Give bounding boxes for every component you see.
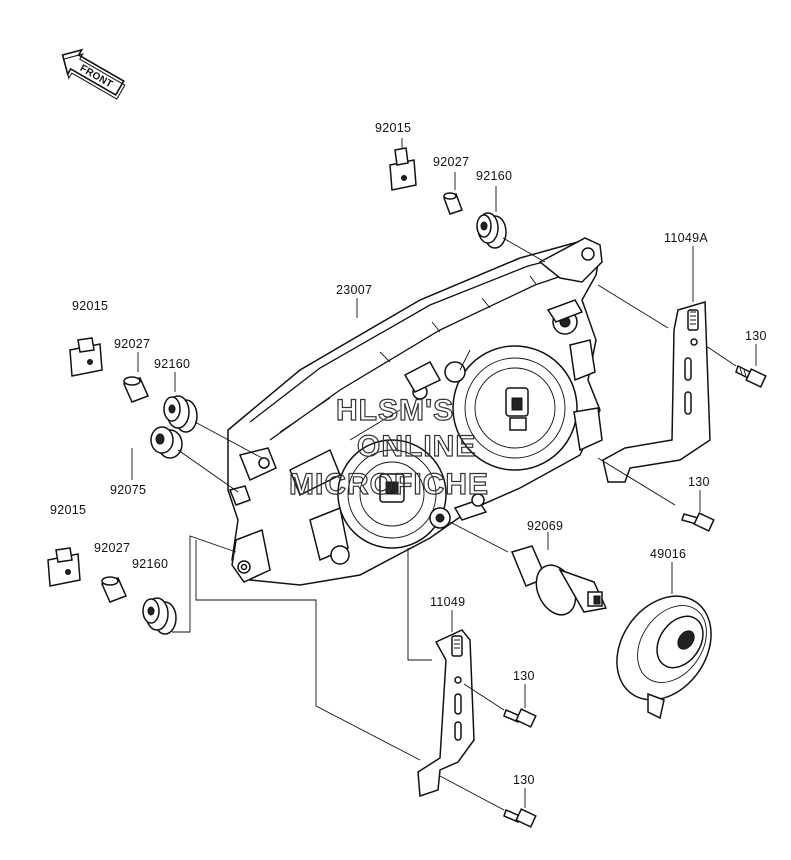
- part-label-92015-bottom[interactable]: 92015: [50, 503, 86, 517]
- collar-92027-bottom: [100, 576, 128, 603]
- part-label-92027-left[interactable]: 92027: [114, 337, 150, 351]
- part-label-49016[interactable]: 49016: [650, 547, 686, 561]
- collar-92027-top: [443, 192, 463, 215]
- bracket-11049A: [602, 301, 711, 483]
- cover-49016: [616, 595, 712, 720]
- watermark-line-1: HLSM'S: [336, 394, 454, 427]
- bracket-11049: [417, 629, 475, 798]
- part-label-23007[interactable]: 23007: [336, 283, 372, 297]
- bolt-130-a: [735, 364, 767, 388]
- part-label-92027-top[interactable]: 92027: [433, 155, 469, 169]
- part-label-130-a[interactable]: 130: [745, 329, 767, 343]
- clip-92015-left: [69, 337, 103, 377]
- grommet-92160-left: [163, 395, 198, 433]
- grommet-92160-bottom: [142, 597, 177, 635]
- part-label-130-b[interactable]: 130: [688, 475, 710, 489]
- clip-92015-bottom: [47, 547, 81, 587]
- grommet-92075: [150, 426, 183, 459]
- part-label-92069[interactable]: 92069: [527, 519, 563, 533]
- watermark: HLSM'S ONLINE MICROFICHE: [288, 393, 489, 501]
- part-label-11049[interactable]: 11049: [430, 595, 465, 609]
- bolt-130-d: [503, 808, 537, 828]
- part-label-130-d[interactable]: 130: [513, 773, 535, 787]
- part-label-92160-bottom[interactable]: 92160: [132, 557, 168, 571]
- part-label-92160-top[interactable]: 92160: [476, 169, 512, 183]
- bolt-130-c: [503, 708, 537, 728]
- bolt-130-b: [681, 512, 715, 532]
- part-label-92160-left[interactable]: 92160: [154, 357, 190, 371]
- headlight-housing-23007: [227, 237, 603, 586]
- bulb-92069: [510, 545, 608, 616]
- clip-92015-top: [389, 147, 417, 191]
- watermark-line-2: ONLINE: [357, 430, 476, 463]
- part-label-130-c[interactable]: 130: [513, 669, 535, 683]
- part-label-92027-bottom[interactable]: 92027: [94, 541, 130, 555]
- grommet-92160-top: [476, 212, 507, 249]
- watermark-line-3: MICROFICHE: [289, 468, 489, 501]
- front-arrow-icon: FRONT: [61, 48, 126, 100]
- part-label-92075[interactable]: 92075: [110, 483, 146, 497]
- part-label-92015-left[interactable]: 92015: [72, 299, 108, 313]
- part-label-92015-top[interactable]: 92015: [375, 121, 411, 135]
- collar-92027-left: [122, 376, 150, 403]
- part-label-11049A[interactable]: 11049A: [664, 231, 708, 245]
